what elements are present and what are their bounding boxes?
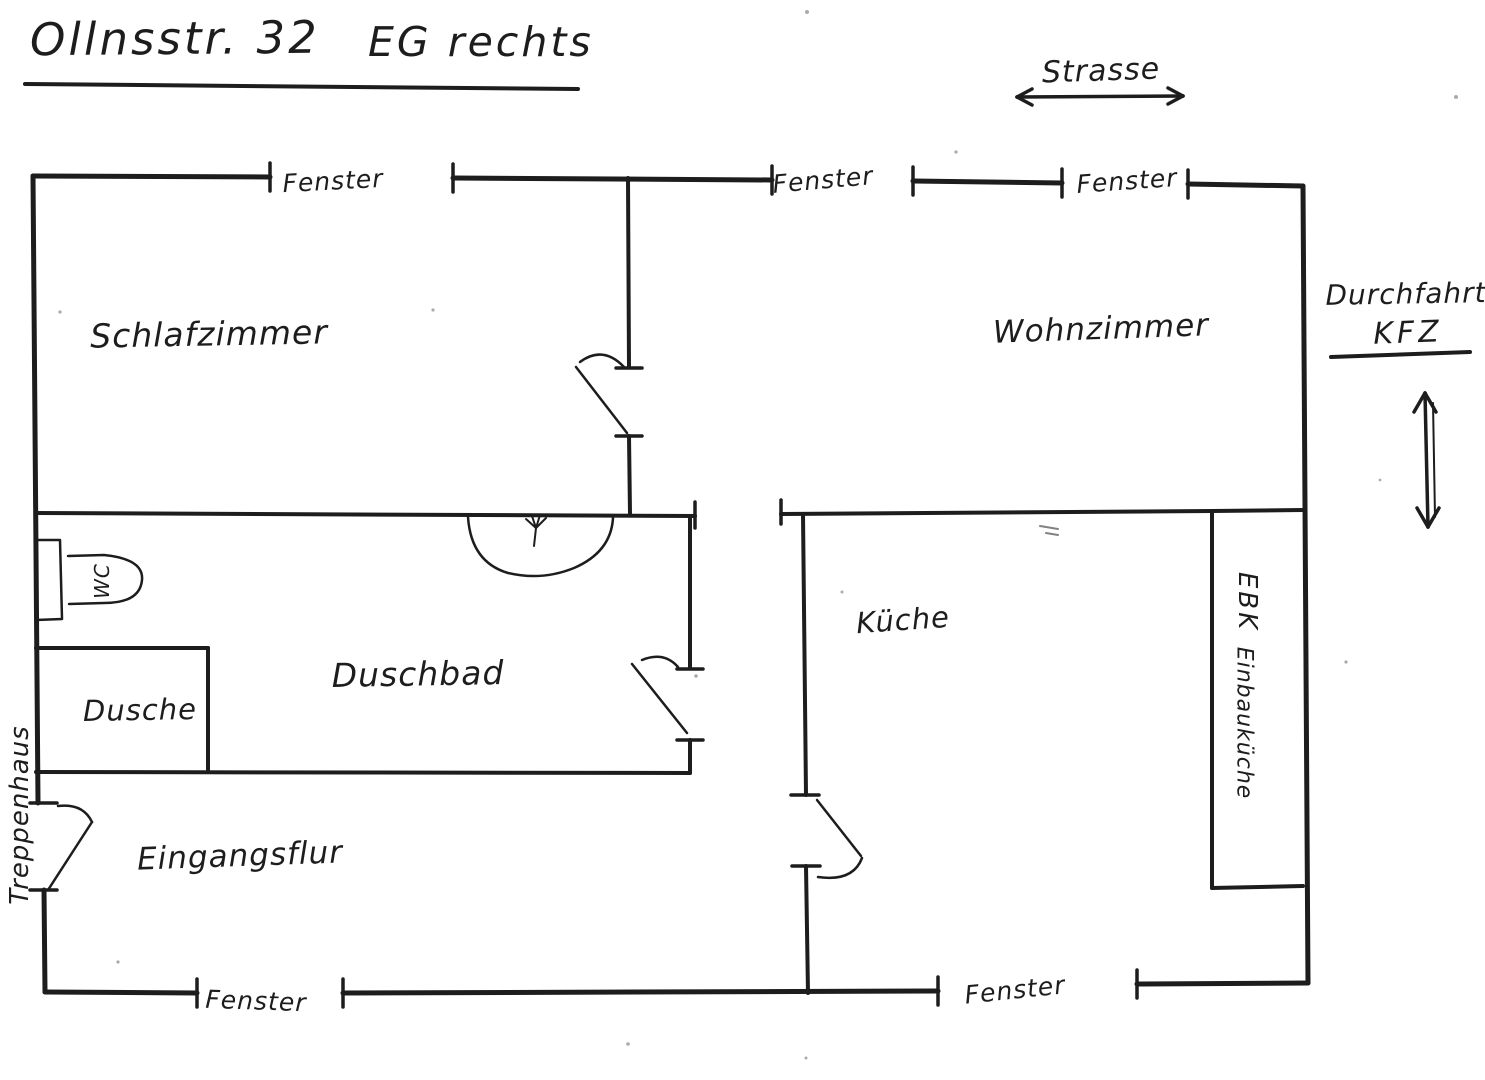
- kfz-underline: [1329, 350, 1472, 359]
- washbasin-fixture: [466, 514, 615, 578]
- stairwell-label: Treppenhaus: [5, 725, 35, 905]
- title-underline: [23, 82, 580, 91]
- duschbad-door-arc: [640, 655, 680, 669]
- exterior-walls: [30, 173, 1311, 996]
- room-label-schlafzimmer: Schlafzimmer: [89, 312, 329, 356]
- street-direction-arrow-icon: [1015, 86, 1185, 107]
- window-label-top-1: Fenster: [281, 163, 385, 199]
- entrance-door-leaf: [46, 820, 94, 892]
- scan-speckles: [1039, 525, 1059, 536]
- street-label: Strasse: [1041, 51, 1161, 91]
- scan-dots: [58, 10, 1458, 1060]
- room-label-wohnzimmer: Wohnzimmer: [992, 307, 1210, 351]
- room-label-dusche: Dusche: [82, 692, 198, 728]
- driveway-label-line1: Durchfahrt: [1325, 276, 1485, 312]
- interior-walls: [34, 176, 1305, 995]
- page-title-floor: EG rechts: [368, 18, 594, 66]
- room-label-duschbad: Duschbad: [331, 652, 505, 696]
- door-ticks: [614, 366, 822, 868]
- entrance-door-arc: [56, 804, 94, 824]
- wc-label: WC: [90, 563, 114, 599]
- room-label-eingangsflur: Eingangsflur: [136, 834, 344, 878]
- underlines: [23, 82, 1472, 359]
- driveway-direction-arrow-icon: [1412, 391, 1441, 529]
- window-ticks: [28, 161, 1190, 1009]
- schlafzimmer-door-arc: [578, 353, 626, 369]
- door-swings: [46, 353, 864, 892]
- page-title-address: Ollnsstr. 32: [29, 10, 320, 67]
- ebk-full-label: Einbauküche: [1231, 646, 1257, 800]
- window-label-bottom-1: Fenster: [204, 984, 308, 1018]
- room-label-kueche: Küche: [855, 599, 951, 641]
- faucet-icon: [525, 514, 547, 547]
- duschbad-door-leaf: [630, 662, 689, 735]
- schlafzimmer-door-leaf: [574, 365, 629, 435]
- kueche-door-arc: [816, 856, 864, 880]
- ebk-label: EBK: [1232, 571, 1262, 633]
- kueche-door-leaf: [815, 798, 863, 858]
- driveway-label-line2: KFZ: [1372, 314, 1444, 352]
- wc-fixture: [34, 538, 144, 622]
